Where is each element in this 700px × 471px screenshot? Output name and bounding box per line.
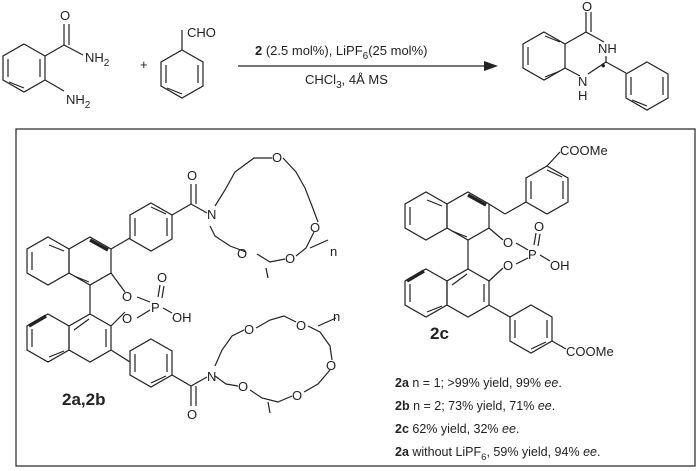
upper-amide-n: N [207,207,216,222]
solvent-conditions: CHCl3, 4Å MS [305,72,388,91]
upper-crown-n: n [330,244,337,259]
label-2a-2b: 2a,2b [62,390,105,409]
bottom-ester: COOMe [566,344,614,359]
product-o: O [582,0,592,14]
amide-o: O [60,8,70,23]
lower-crown-n: n [333,309,340,324]
r-phosphate-o1: O [503,235,513,250]
crown-o-1: O [272,150,282,165]
anthranilamide: O NH2 NH2 [2,8,110,111]
crown-o-5: O [244,322,254,337]
r-phosphorus: P [528,247,537,262]
plus-sign: + [140,57,148,72]
product-dihydroquinazolinone: O NH N H • [522,0,669,111]
phosphate-dbl-o: O [157,270,167,285]
phosphate-oh: OH [172,310,192,325]
reaction-arrow [238,61,498,71]
catalyst-conditions: 2 (2.5 mol%), LiPF6(25 mol%) [255,43,427,62]
result-line-3: 2c 62% yield, 32% ee. [395,422,519,436]
crown-o-2: O [310,220,320,235]
stereo-dot: • [601,58,606,73]
aldehyde-cho: CHO [187,25,216,40]
r-phosphate-o2: O [503,258,513,273]
crown-o-6: O [296,318,306,333]
phosphorus: P [151,300,160,315]
crown-o-9: O [238,379,248,394]
lower-amide-o: O [187,407,197,422]
r-phosphate-dbl-o: O [534,219,544,234]
r-phosphate-oh: OH [550,258,570,273]
crown-o-7: O [326,358,336,373]
result-line-4: 2a without LiPF6, 59% yield, 94% ee. [395,445,600,463]
product-h: H [578,88,587,103]
catalyst-box [15,128,696,467]
product-nh: NH [598,41,617,56]
aniline-nh2: NH2 [66,92,91,111]
crown-o-8: O [292,388,302,403]
lower-amide-n: N [207,369,216,384]
catalyst-2a-2b-structure: O N O O O O n O O P O OH [26,150,340,422]
phosphate-o1: O [122,289,132,304]
upper-amide-o: O [187,168,197,183]
catalyst-2c-structure: COOMe O O P O OH [404,143,614,359]
benzaldehyde: CHO [160,25,216,99]
result-line-1: 2a n = 1; >99% yield, 99% ee. [395,376,562,390]
label-2c: 2c [430,324,449,343]
top-ester: COOMe [560,143,608,158]
results-list: 2a n = 1; >99% yield, 99% ee. 2b n = 2; … [395,376,600,463]
amide-nh2: NH2 [85,50,110,69]
result-line-2: 2b n = 2; 73% yield, 71% ee. [395,399,555,413]
crown-o-4: O [237,246,247,261]
crown-o-3: O [285,251,295,266]
phosphate-o2: O [122,311,132,326]
product-n: N [578,74,587,89]
